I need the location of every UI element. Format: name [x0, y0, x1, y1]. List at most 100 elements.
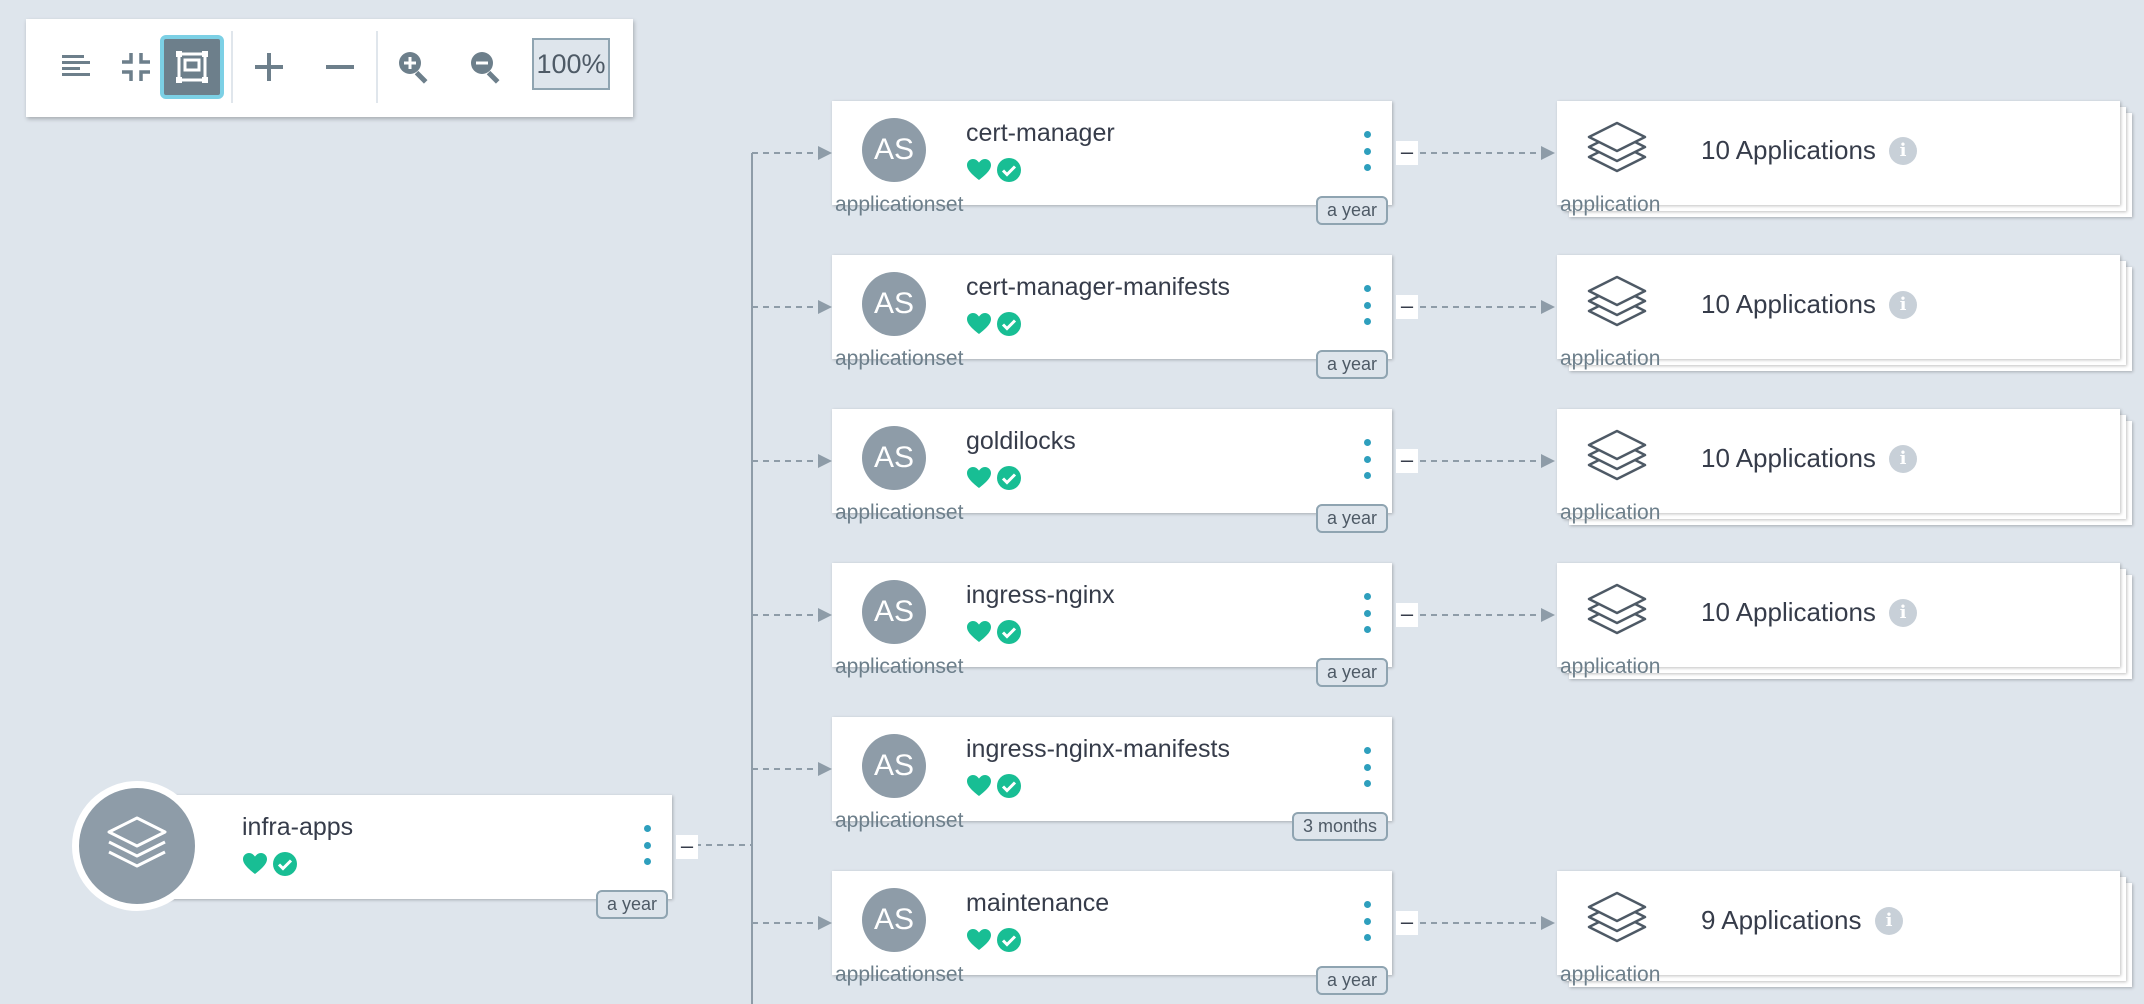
arrow-head [818, 916, 832, 930]
appset-kind: applicationset [835, 963, 964, 986]
appset-collapse-button[interactable]: – [1396, 603, 1418, 627]
fit-view-button[interactable] [160, 35, 224, 99]
appset-avatar: AS [862, 272, 926, 336]
appset-name: cert-manager [966, 119, 1115, 147]
check-circle-icon [997, 312, 1021, 336]
check-circle-icon [997, 158, 1021, 182]
info-icon[interactable]: i [1889, 599, 1917, 627]
appset-collapse-button[interactable]: – [1396, 911, 1418, 935]
appset-age-badge: a year [1315, 350, 1388, 379]
zoom-in-button[interactable] [382, 35, 446, 99]
zoom-level-display[interactable]: 100% [532, 38, 610, 90]
appset-node[interactable]: AS maintenance applicationset – a year [832, 871, 1418, 995]
appset-name: goldilocks [966, 427, 1076, 455]
app-group-count: 10 Applications [1701, 135, 1876, 165]
info-icon[interactable]: i [1889, 445, 1917, 473]
appset-name: ingress-nginx [966, 581, 1115, 609]
expand-plus-icon [255, 53, 283, 81]
appset-node[interactable]: AS cert-manager applicationset – a year [832, 101, 1418, 225]
arrow-head [1541, 608, 1555, 622]
app-group-kind: application [1560, 193, 1661, 216]
app-group-node[interactable]: 9 Applications i application [1557, 871, 2132, 987]
layers-icon [1587, 891, 1647, 943]
arrow-head [1541, 300, 1555, 314]
root-icon-circle [79, 788, 195, 904]
heart-icon [967, 313, 991, 334]
appset-node[interactable]: AS cert-manager-manifests applicationset… [832, 255, 1418, 379]
info-icon[interactable]: i [1889, 291, 1917, 319]
appset-age-badge: a year [1315, 504, 1388, 533]
root-status [242, 851, 298, 877]
appset-name: maintenance [966, 889, 1110, 917]
appset-age-badge: a year [1315, 658, 1388, 687]
root-menu-button[interactable] [642, 825, 652, 865]
appset-node[interactable]: AS goldilocks applicationset – a year [832, 409, 1418, 533]
app-group-kind: application [1560, 501, 1661, 524]
compress-icon [122, 53, 150, 81]
root-app-name: infra-apps [242, 813, 354, 841]
layers-icon [1587, 583, 1647, 635]
check-circle-icon [997, 928, 1021, 952]
appset-age-badge: a year [1315, 196, 1388, 225]
compress-button[interactable] [104, 35, 168, 99]
appset-node[interactable]: AS ingress-nginx-manifests applicationse… [832, 717, 1392, 841]
heart-icon [967, 775, 991, 796]
appset-avatar: AS [862, 118, 926, 182]
appset-avatar: AS [862, 426, 926, 490]
appset-menu-button[interactable] [1362, 439, 1372, 479]
appset-status [966, 311, 1022, 337]
appset-kind: applicationset [835, 193, 964, 216]
appset-menu-button[interactable] [1362, 593, 1372, 633]
appset-status [966, 927, 1022, 953]
check-circle-icon [273, 852, 297, 876]
collapse-all-button[interactable] [308, 35, 372, 99]
arrow-head [1541, 146, 1555, 160]
appset-age-badge: a year [1315, 966, 1388, 995]
appset-menu-button[interactable] [1362, 747, 1372, 787]
app-group-node[interactable]: 10 Applications i application [1557, 409, 2132, 525]
root-collapse-button[interactable]: – [676, 835, 698, 859]
fit-view-icon [176, 51, 208, 83]
app-group-node[interactable]: 10 Applications i application [1557, 101, 2132, 217]
appset-collapse-button[interactable]: – [1396, 141, 1418, 165]
expand-all-button[interactable] [237, 35, 301, 99]
check-circle-icon [997, 774, 1021, 798]
root-app-node[interactable]: infra-apps – a year [72, 781, 698, 919]
root-age-badge: a year [595, 890, 668, 919]
appset-status [966, 157, 1022, 183]
heart-icon [967, 621, 991, 642]
appset-menu-button[interactable] [1362, 285, 1372, 325]
app-group-node[interactable]: 10 Applications i application [1557, 563, 2132, 679]
appset-node[interactable]: AS ingress-nginx applicationset – a year [832, 563, 1418, 687]
info-icon[interactable]: i [1875, 907, 1903, 935]
app-group-kind: application [1560, 655, 1661, 678]
appset-name: ingress-nginx-manifests [966, 735, 1230, 763]
layers-icon [1587, 275, 1647, 327]
app-group-node[interactable]: 10 Applications i application [1557, 255, 2132, 371]
arrow-head [818, 300, 832, 314]
heart-icon [967, 467, 991, 488]
root-app-card[interactable]: infra-apps – a year [142, 795, 698, 919]
appset-menu-button[interactable] [1362, 901, 1372, 941]
app-group-count: 9 Applications [1701, 905, 1862, 935]
appset-collapse-button[interactable]: – [1396, 449, 1418, 473]
layers-icon [1587, 429, 1647, 481]
info-icon[interactable]: i [1889, 137, 1917, 165]
align-left-button[interactable] [44, 35, 108, 99]
zoom-out-button[interactable] [454, 35, 518, 99]
arrow-head [818, 762, 832, 776]
app-group-count: 10 Applications [1701, 443, 1876, 473]
layers-icon [107, 816, 167, 868]
heart-icon [243, 853, 267, 874]
zoom-in-icon [399, 52, 428, 84]
heart-icon [967, 159, 991, 180]
app-group-count: 10 Applications [1701, 289, 1876, 319]
appset-collapse-button[interactable]: – [1396, 295, 1418, 319]
collapse-minus-icon [326, 65, 354, 69]
arrow-head [1541, 454, 1555, 468]
appset-status [966, 465, 1022, 491]
layers-icon [1587, 121, 1647, 173]
appset-menu-button[interactable] [1362, 131, 1372, 171]
graph-toolbar: 100% [26, 19, 633, 117]
